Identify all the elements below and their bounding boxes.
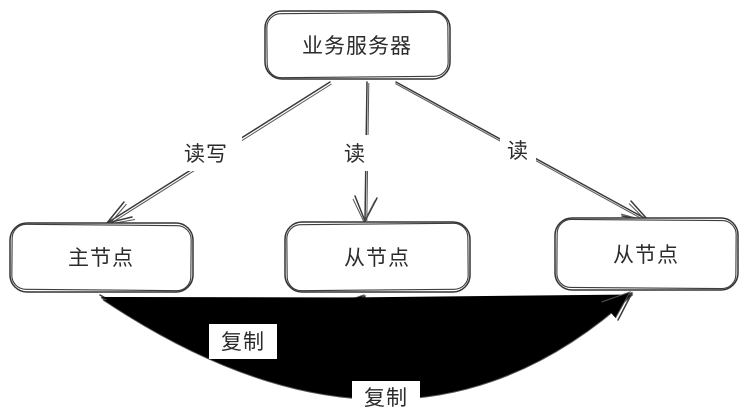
node-label-master: 主节点 [68,246,134,270]
edge-label-bg [170,135,242,171]
node-label-business-server: 业务服务器 [302,34,412,58]
edge-label-bg [352,381,420,415]
edge-labels: 读写 读 读 复制 复制 [170,133,536,415]
edge-label-bg [209,324,277,359]
edge-label-bg [337,135,373,171]
node-master: 主节点 [9,222,194,293]
edge-replicate-2 [101,291,634,401]
edge-label-read-write: 读写 [184,142,228,166]
edge-label-read-2: 读 [507,139,529,163]
node-label-slave-1: 从节点 [344,246,410,270]
node-business-server: 业务服务器 [264,10,451,80]
edge-label-bg [500,133,536,169]
node-slave-2: 从节点 [554,217,739,291]
node-label-slave-2: 从节点 [613,243,679,267]
edge-label-read-1: 读 [344,142,366,166]
edge-label-replicate-2: 复制 [364,386,408,410]
edge-label-replicate-1: 复制 [221,330,265,354]
node-slave-1: 从节点 [284,221,471,293]
